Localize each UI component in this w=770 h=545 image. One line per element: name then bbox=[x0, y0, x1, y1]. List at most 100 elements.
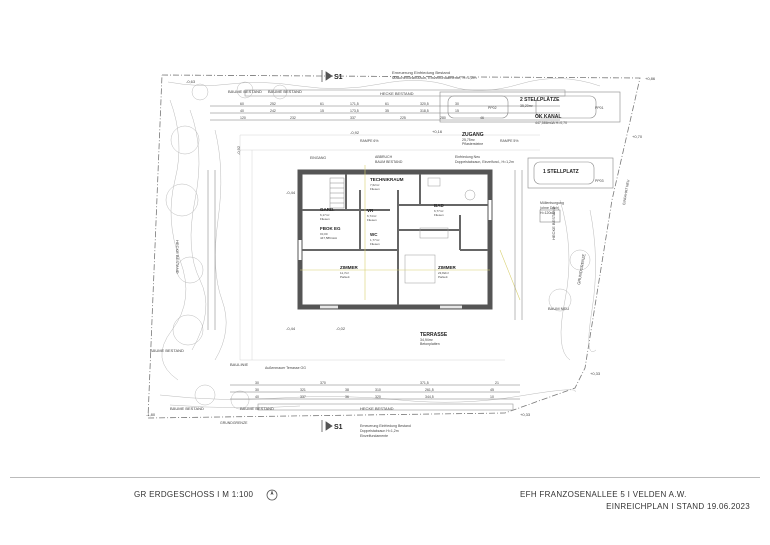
svg-text:371,5: 371,5 bbox=[420, 381, 429, 385]
room-zimmer-1-area: 11,7m² bbox=[340, 271, 349, 275]
ramp-left: RAMPE 6% bbox=[360, 139, 378, 143]
svg-text:+0,16: +0,16 bbox=[432, 129, 443, 134]
room-vr-area: 6,74m² bbox=[367, 214, 376, 218]
pp-label-3: PP03 bbox=[595, 179, 604, 183]
section-mark-bottom: S1 bbox=[334, 424, 343, 431]
section-line bbox=[321, 70, 333, 432]
property-boundary bbox=[147, 74, 641, 419]
fence-note-top-2: Maschendrahtzaun, Einzelfundamente, H=1,… bbox=[392, 75, 477, 80]
wall-note: Außenmauer Terrasse OG bbox=[265, 366, 306, 370]
svg-text:-1,80: -1,80 bbox=[146, 412, 156, 417]
floor-level-label: FBOK EG bbox=[320, 226, 341, 231]
dims-top: 60 252 61 171,5 61 320,5 30 40 242 15 17… bbox=[240, 102, 484, 120]
boundary-label-right: GRUNDGRENZE bbox=[576, 253, 586, 285]
project-status: EINREICHPLAN I STAND 19.06.2023 bbox=[606, 502, 750, 511]
svg-text:225: 225 bbox=[400, 116, 406, 120]
svg-text:40: 40 bbox=[240, 109, 244, 113]
waste-label-2: (ohne Dach) bbox=[540, 206, 559, 210]
svg-text:320,5: 320,5 bbox=[420, 102, 429, 106]
room-bad: BAD bbox=[434, 203, 444, 208]
svg-text:-0,92: -0,92 bbox=[350, 130, 360, 135]
room-vr-floor: Fliesen bbox=[367, 218, 377, 222]
fence-note-top: Erneuerung Einfriedung Bestand bbox=[392, 70, 450, 75]
svg-text:310: 310 bbox=[375, 388, 381, 392]
access-label: ZUGANG bbox=[462, 132, 484, 138]
ok-kanal-value: 447,586müA H=0,70 bbox=[535, 121, 567, 125]
sheet-title: GR ERDGESCHOSS I M 1:100 bbox=[134, 490, 254, 499]
project-title: EFH FRANZOSENALLEE 5 I VELDEN A.W. bbox=[520, 490, 687, 499]
svg-text:15: 15 bbox=[455, 109, 459, 113]
demolition: ABBRUCH bbox=[375, 155, 393, 159]
svg-text:21: 21 bbox=[495, 381, 499, 385]
survey-lines bbox=[300, 165, 521, 301]
svg-text:46: 46 bbox=[480, 116, 484, 120]
ok-kanal-label: OK KANAL bbox=[535, 114, 561, 120]
room-bad-floor: Fliesen bbox=[434, 213, 444, 217]
svg-text:321: 321 bbox=[300, 388, 306, 392]
access-floor: Pflastersteine bbox=[462, 142, 483, 146]
room-wc-floor: Fliesen bbox=[370, 242, 380, 246]
svg-text:60: 60 bbox=[240, 102, 244, 106]
waste-label: Müllentsorgung bbox=[540, 201, 564, 205]
vegetation-hatch bbox=[159, 78, 601, 410]
svg-text:-0,44: -0,44 bbox=[286, 326, 296, 331]
svg-text:171,5: 171,5 bbox=[350, 102, 359, 106]
svg-text:35: 35 bbox=[385, 109, 389, 113]
svg-text:30: 30 bbox=[255, 388, 259, 392]
floor-level-value: ±0,00 bbox=[320, 232, 328, 236]
entrance-label: EINGANG bbox=[310, 156, 326, 160]
room-technik-floor: Fliesen bbox=[370, 187, 380, 191]
svg-text:242: 242 bbox=[270, 109, 276, 113]
room-zimmer-2: ZIMMER bbox=[438, 265, 456, 270]
svg-text:280: 280 bbox=[440, 116, 446, 120]
footer-divider bbox=[10, 477, 760, 478]
svg-text:261,5: 261,5 bbox=[425, 388, 434, 392]
room-gard-area: 6,17m² bbox=[320, 213, 329, 217]
demolition-2: BAUM BESTAND bbox=[375, 160, 403, 164]
svg-text:15: 15 bbox=[320, 109, 324, 113]
trees-label-left: BÄUME BESTAND bbox=[150, 348, 184, 353]
fence-note-bottom: Erneuerung Einfriedung Bestand bbox=[360, 424, 411, 428]
parking-2-label: 2 STELLPLÄTZE bbox=[520, 96, 560, 103]
pp-label-1: PP01 bbox=[595, 106, 604, 110]
dimension-lines bbox=[207, 105, 560, 400]
svg-text:+0,33: +0,33 bbox=[590, 371, 601, 376]
room-technik-area: 7,62m² bbox=[370, 183, 379, 187]
room-wc: WC bbox=[370, 232, 378, 237]
access-area: 25,75m² bbox=[462, 138, 476, 142]
room-technik: TECHNIKRAUM bbox=[370, 177, 404, 182]
parking-2-area: 35,20m² bbox=[520, 104, 534, 108]
trees-label-bottom-2: BÄUME BESTAND bbox=[240, 406, 274, 411]
svg-text:-0,02: -0,02 bbox=[336, 326, 346, 331]
parking-1-label: 1 STELLPLATZ bbox=[543, 169, 579, 175]
svg-text:10: 10 bbox=[490, 395, 494, 399]
room-bad-area: 6,77m² bbox=[434, 209, 443, 213]
svg-text:344,5: 344,5 bbox=[425, 395, 434, 399]
fence-new: Einfriedung Neu bbox=[455, 155, 480, 159]
trees-label-1: BÄUME BESTAND bbox=[228, 89, 262, 94]
svg-text:30: 30 bbox=[255, 381, 259, 385]
svg-text:337: 337 bbox=[300, 395, 306, 399]
svg-text:232: 232 bbox=[290, 116, 296, 120]
room-zimmer-2-floor: Parkett bbox=[438, 275, 448, 279]
svg-text:370: 370 bbox=[320, 381, 326, 385]
paving bbox=[239, 134, 540, 361]
parking-area bbox=[439, 91, 621, 223]
svg-text:45: 45 bbox=[490, 388, 494, 392]
svg-text:-0,44: -0,44 bbox=[286, 190, 296, 195]
hedge-label-right: HECKE BESTAND bbox=[551, 206, 556, 240]
hedge-top bbox=[244, 89, 566, 411]
svg-text:+0,70: +0,70 bbox=[632, 134, 643, 139]
svg-text:40: 40 bbox=[255, 395, 259, 399]
svg-text:+0,86: +0,86 bbox=[645, 76, 656, 81]
room-zimmer-2-area: 23,82m² bbox=[438, 271, 449, 275]
hedge-label-top: HECKE BESTAND bbox=[380, 91, 414, 96]
svg-text:318,5: 318,5 bbox=[420, 109, 429, 113]
svg-text:252: 252 bbox=[270, 102, 276, 106]
section-mark-top: S1 bbox=[334, 74, 343, 81]
svg-text:173,5: 173,5 bbox=[350, 109, 359, 113]
room-zimmer-1-floor: Parkett bbox=[340, 275, 350, 279]
fence-new-2: Doppelstabzaun, Einzelfund., H=1,2m bbox=[455, 160, 514, 164]
tree-new-label: BAUM NEU bbox=[548, 306, 569, 311]
